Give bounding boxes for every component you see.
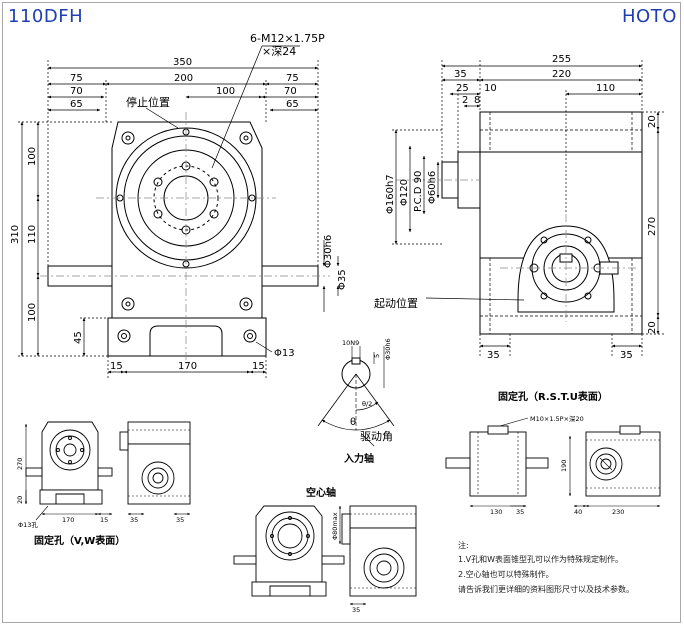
dim-35-top: 35: [454, 69, 467, 80]
dim-35-bottom-left: 35: [487, 350, 500, 361]
small-dim-270: 270: [16, 458, 24, 470]
thread-spec-2: ×深24: [262, 45, 296, 58]
small-dim-20: 20: [16, 496, 24, 504]
input-shaft-30h6: Φ30h6: [384, 338, 392, 360]
dim-220: 220: [552, 69, 571, 80]
dim-15-right: 15: [252, 361, 265, 372]
main-front-dimensions: [18, 60, 340, 378]
dim-100-lower: 100: [27, 303, 38, 322]
dim-20-top: 20: [647, 115, 658, 128]
notes-line-2: 2.空心轴也可以特殊制作。: [458, 569, 554, 579]
small-right-dim-40: 40: [574, 508, 582, 516]
thread-spec-1: 6-M12×1.75P: [250, 32, 325, 45]
small-dim-170: 170: [62, 516, 74, 524]
small-dim-35-right: 35: [176, 516, 184, 524]
dim-170: 170: [178, 361, 197, 372]
dim-pcd90: P.C.D 90: [413, 171, 424, 212]
notes-line-1: 1.V孔和W表面锥型孔可以作为特殊规定制作。: [458, 554, 623, 564]
dim-10: 10: [484, 83, 497, 94]
dim-shaft-35: Φ35: [337, 269, 348, 290]
hollow-dim-80max: Φ80max: [331, 512, 339, 540]
small-left-views: [24, 421, 191, 521]
small-right-dim-130: 130: [490, 508, 502, 516]
input-shaft-detail: [317, 346, 395, 447]
fixing-holes-vw-caption: 固定孔（V,W表面）: [34, 534, 125, 547]
keyway-10n9: 10N9: [342, 339, 359, 347]
dim-70-left: 70: [70, 86, 83, 97]
small-right-dim-230: 230: [612, 508, 624, 516]
dim-200: 200: [174, 73, 193, 84]
main-side-dimension-text: 255 35 220 25 10 2 8 110 Φ160h7 Φ120 P.C…: [374, 54, 658, 361]
hollow-dim-35: 35: [352, 606, 360, 614]
dim-255: 255: [552, 54, 571, 65]
dim-110-side: 110: [596, 83, 615, 94]
small-dim-35-left: 35: [130, 516, 138, 524]
dim-8: 8: [474, 95, 480, 106]
small-left-text: 270 20 Φ13孔 170 15 35 35 固定孔（V,W表面）: [16, 458, 184, 547]
drive-angle-label: 驱动角: [360, 430, 393, 443]
dim-75-left: 75: [70, 73, 83, 84]
dim-350: 350: [173, 57, 192, 68]
notes-head: 注:: [458, 540, 469, 550]
dim-270: 270: [647, 217, 658, 236]
stop-position-label: 停止位置: [126, 95, 170, 109]
small-dim-15: 15: [100, 516, 108, 524]
small-right-dim-35: 35: [516, 508, 524, 516]
small-hole-13: Φ13孔: [18, 521, 38, 529]
dim-15-left: 15: [110, 361, 123, 372]
half-angle: θ/2: [362, 400, 372, 408]
main-front-view: [40, 45, 330, 364]
dim-35-bottom-right: 35: [620, 350, 633, 361]
dim-70-right: 70: [284, 86, 297, 97]
dim-2: 2: [462, 95, 468, 106]
dim-45: 45: [73, 331, 84, 344]
small-right-dim-190: 190: [560, 460, 568, 472]
small-right-text: 固定孔（R.S.T.U表面） M10×1.5P×深20 130 35 190 4…: [490, 390, 624, 516]
dim-75-right: 75: [286, 73, 299, 84]
hollow-shaft-text: 空心轴 Φ80max 35: [306, 486, 360, 614]
notes-block: 注: 1.V孔和W表面锥型孔可以作为特殊规定制作。 2.空心轴也可以特殊制作。 …: [458, 540, 634, 594]
dim-160h7: Φ160h7: [385, 174, 396, 214]
thread-m10: M10×1.5P×深20: [530, 414, 584, 423]
notes-line-3: 请告诉我们更详细的资料图形尺寸以及技术参数。: [458, 584, 634, 594]
main-side-view: [396, 111, 643, 335]
start-position-label: 起动位置: [374, 296, 418, 310]
input-shaft-text: 10N9 5 Φ30h6 θ/2 θ 驱动角 入力轴: [342, 338, 393, 465]
main-side-dimensions: [392, 60, 664, 356]
dim-100-top: 100: [216, 86, 235, 97]
dim-25: 25: [456, 83, 469, 94]
input-shaft-title: 入力轴: [344, 452, 374, 465]
brand-title: HOTO: [622, 6, 677, 27]
dim-100-upper: 100: [27, 147, 38, 166]
fixing-holes-rstu-title: 固定孔（R.S.T.U表面）: [498, 390, 608, 403]
main-front-dimension-text: 6-M12×1.75P ×深24 停止位置 350 75 200 75 70 1…: [10, 32, 348, 372]
dim-310: 310: [10, 225, 21, 244]
small-right-views: [445, 417, 661, 508]
dim-shaft-30h6: Φ30h6: [323, 235, 334, 268]
dim-110: 110: [27, 225, 38, 244]
dim-120: Φ120: [399, 179, 410, 206]
keyway-depth-5: 5: [373, 354, 381, 358]
dim-65-left: 65: [70, 99, 83, 110]
theta: θ: [350, 417, 356, 428]
hollow-shaft-views: [233, 505, 417, 606]
dim-hole-13: Φ13: [274, 348, 295, 359]
dim-20-bottom: 20: [647, 321, 658, 334]
dim-65-right: 65: [286, 99, 299, 110]
dim-60h6: Φ60h6: [427, 171, 438, 204]
model-title: 110DFH: [8, 6, 84, 27]
hollow-shaft-title: 空心轴: [306, 486, 336, 499]
